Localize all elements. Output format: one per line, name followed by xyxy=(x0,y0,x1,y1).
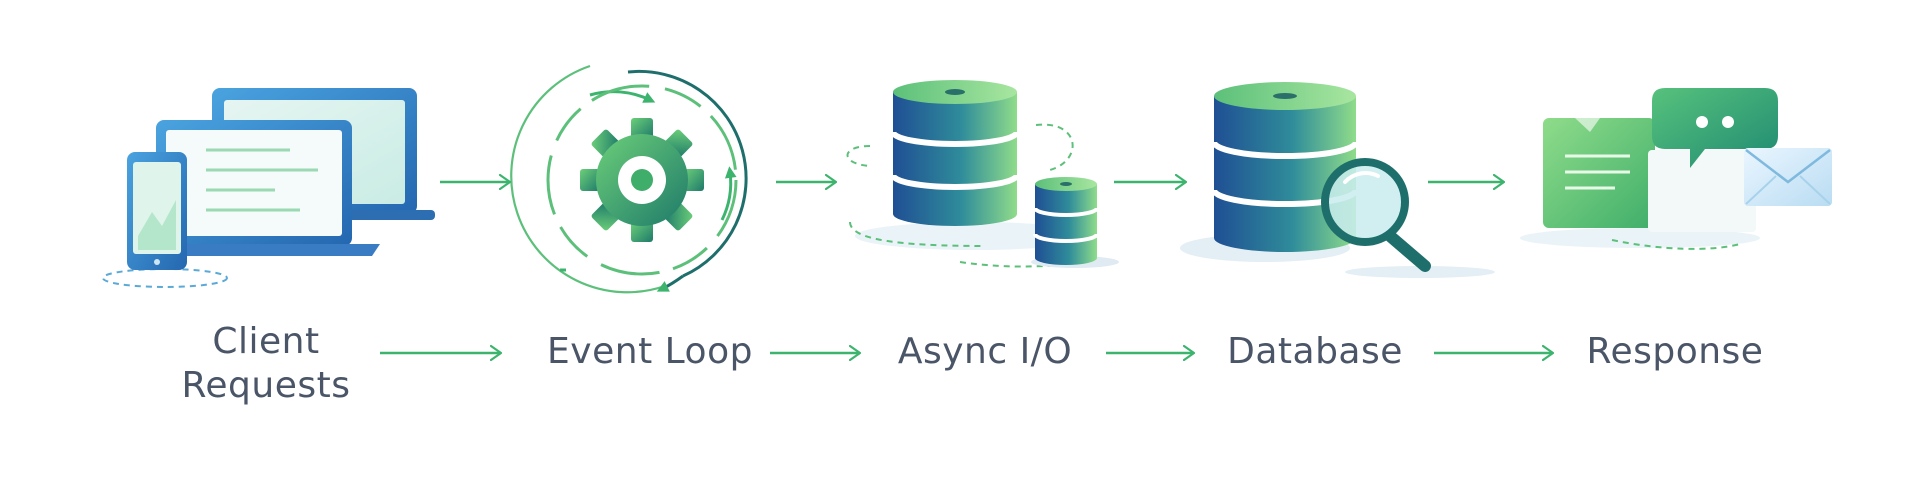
event-loop-gear-icon xyxy=(510,64,748,294)
database-search-icon xyxy=(1180,82,1495,278)
response-messages-icon xyxy=(1520,88,1832,250)
stage-label-line: Database xyxy=(1227,331,1403,372)
stage-label-async-io: Async I/O xyxy=(870,330,1100,374)
stage-label-line: Requests xyxy=(181,365,351,406)
async-io-databases-icon xyxy=(846,80,1119,268)
client-devices-icon xyxy=(102,88,435,288)
stage-label-response: Response xyxy=(1560,330,1790,374)
stage-label-client-requests: Client Requests xyxy=(166,320,366,408)
stage-label-event-loop: Event Loop xyxy=(530,330,770,374)
stage-label-line: Async I/O xyxy=(897,331,1073,372)
stage-label-line: Client xyxy=(212,321,320,362)
stage-label-line: Response xyxy=(1586,331,1764,372)
stage-label-database: Database xyxy=(1200,330,1430,374)
stage-label-line: Event Loop xyxy=(547,331,753,372)
